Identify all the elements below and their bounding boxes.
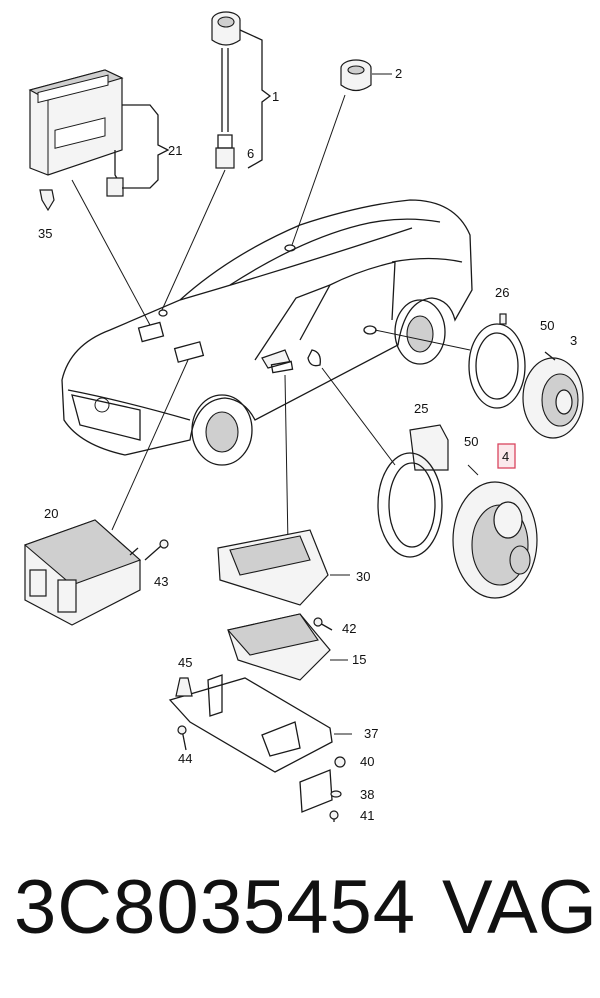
callout-37: 37	[364, 726, 378, 741]
callout-41: 41	[360, 808, 374, 823]
amplifier-15	[226, 613, 348, 681]
brand-name: VAG	[442, 865, 597, 950]
callout-38: 38	[360, 787, 374, 802]
callout-2: 2	[395, 66, 402, 81]
speaker-4	[377, 424, 538, 599]
callout-6: 6	[247, 146, 254, 161]
callout-4: 4	[502, 449, 509, 464]
callout-43: 43	[154, 574, 168, 589]
parts-diagram: 1 2 6 21 35 26 50 3 25 50 4 20 43 30 42 …	[23, 11, 584, 823]
tweeter-2	[340, 59, 392, 92]
callout-21: 21	[168, 143, 182, 158]
callout-40: 40	[360, 754, 374, 769]
callout-25: 25	[414, 401, 428, 416]
car-illustration	[61, 199, 473, 466]
callout-30: 30	[356, 569, 370, 584]
bracket-37	[168, 674, 352, 822]
callout-35: 35	[38, 226, 52, 241]
callout-20: 20	[44, 506, 58, 521]
callout-26: 26	[495, 285, 509, 300]
callout-15: 15	[352, 652, 366, 667]
callout-44: 44	[178, 751, 192, 766]
callout-1: 1	[272, 89, 279, 104]
callout-labels: 1 2 6 21 35 26 50 3 25 50 4 20 43 30 42 …	[38, 66, 577, 823]
callout-3: 3	[570, 333, 577, 348]
amplifier-cover-30	[217, 529, 350, 606]
tweeter-1	[211, 11, 272, 169]
callout-50-mid: 50	[464, 434, 478, 449]
part-number: 3C8035454	[14, 865, 417, 950]
callout-50-top: 50	[540, 318, 554, 333]
callout-42: 42	[342, 621, 356, 636]
leader-lines	[71, 94, 471, 546]
speaker-3	[468, 313, 584, 439]
control-unit-20	[23, 519, 169, 626]
callout-4-highlight	[497, 443, 516, 469]
control-unit-21	[28, 69, 170, 212]
callout-45: 45	[178, 655, 192, 670]
